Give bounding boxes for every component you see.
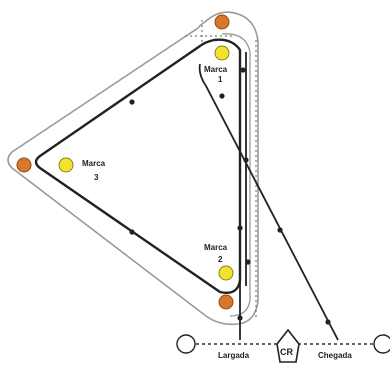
mark-3-label-word: Marca	[82, 159, 106, 168]
mark-2-label-number: 2	[218, 255, 223, 264]
direction-marker	[240, 67, 246, 73]
direction-marker	[277, 227, 283, 233]
mark-2-buoy	[218, 265, 234, 281]
direction-marker	[237, 225, 243, 231]
committee-boat-icon	[276, 328, 300, 363]
mark-1-buoy	[214, 45, 230, 61]
orange-buoy-top	[214, 14, 230, 30]
mark-1-label-number: 1	[218, 75, 223, 84]
direction-marker	[219, 93, 225, 99]
direction-marker	[243, 157, 249, 163]
direction-marker	[237, 315, 243, 321]
start-label: Largada	[218, 351, 250, 360]
direction-marker	[129, 229, 135, 235]
mark-2-label-word: Marca	[204, 243, 228, 252]
direction-marker	[325, 319, 331, 325]
orange-buoy-left	[16, 157, 32, 173]
mark-1-label-word: Marca	[204, 65, 228, 74]
outer-boundary	[7, 11, 259, 326]
direction-marker	[129, 99, 135, 105]
course-triangle-path	[34, 38, 242, 294]
start-pin-buoy	[176, 334, 196, 354]
direction-marker	[245, 259, 251, 265]
mark-3-buoy	[58, 157, 74, 173]
orange-buoy-bottom	[218, 294, 234, 310]
course-finish-leg	[198, 63, 339, 341]
finish-label: Chegada	[318, 351, 352, 360]
mark-3-label-number: 3	[94, 173, 99, 182]
direction-markers	[129, 67, 331, 325]
finish-pin-buoy	[373, 334, 390, 354]
committee-boat-label: CR	[280, 347, 293, 357]
